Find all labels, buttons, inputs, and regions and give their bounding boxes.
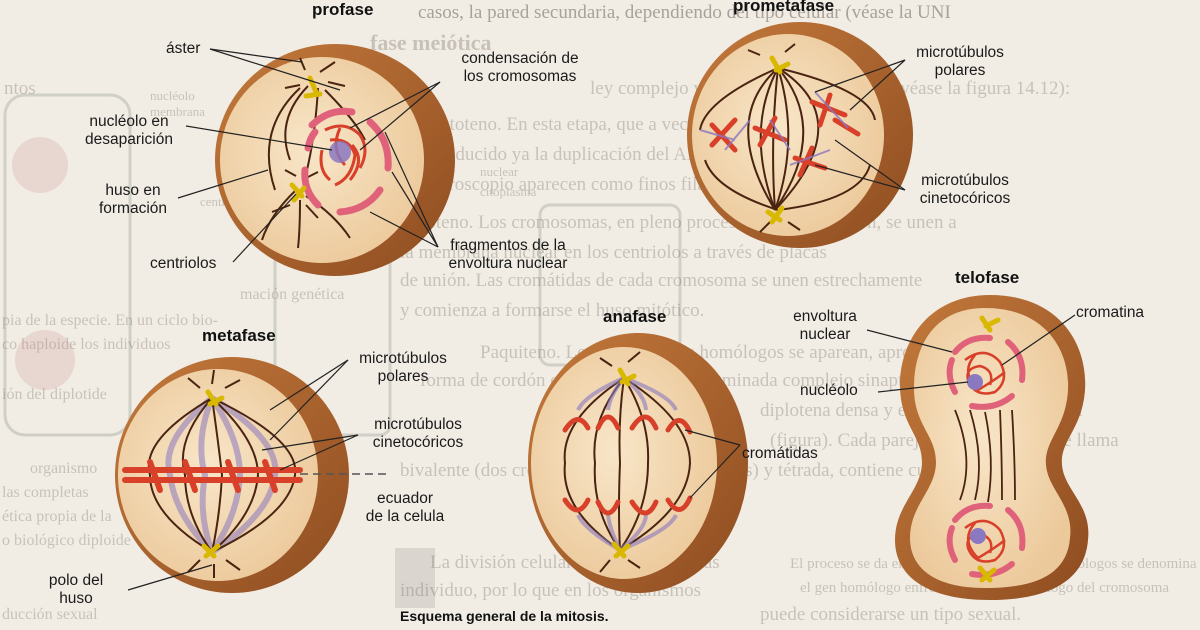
label-line: fragmentos de la [438, 237, 578, 255]
label-aster: áster [166, 40, 200, 58]
prometafase-cell [687, 22, 913, 248]
label-line: polares [905, 62, 1015, 80]
label-line: ecuador [355, 490, 455, 508]
profase-cell [215, 44, 455, 276]
anafase-title: anafase [603, 307, 666, 327]
label-line: condensación de [440, 50, 600, 68]
label-line: desaparición [74, 131, 184, 149]
label-cell-equator: ecuador de la celula [355, 490, 455, 526]
label-line: huso en [90, 182, 176, 200]
telofase-cell [895, 295, 1088, 600]
label-chromatin: cromatina [1076, 304, 1144, 322]
profase-nucleolus [329, 141, 351, 163]
label-line: los cromosomas [440, 68, 600, 86]
label-line: de la celula [355, 508, 455, 526]
label-line: formación [90, 200, 176, 218]
label-line: cinetocóricos [358, 434, 478, 452]
label-chromatids: cromátidas [742, 445, 818, 463]
label-line: microtúbulos [358, 416, 478, 434]
label-line: cinetocóricos [905, 190, 1025, 208]
label-line: polo del [28, 572, 124, 590]
label-line: envoltura [782, 308, 868, 326]
telofase-title: telofase [955, 268, 1019, 288]
label-line: envoltura nuclear [438, 255, 578, 273]
metafase-cell [115, 357, 390, 593]
prometafase-title: prometafase [733, 0, 834, 16]
label-line: nucléolo en [74, 113, 184, 131]
profase-title: profase [312, 0, 373, 20]
label-line: nuclear [782, 326, 868, 344]
label-kinetochore-microtubules-meta: microtúbulos cinetocóricos [358, 416, 478, 452]
label-line: polares [348, 368, 458, 386]
label-nuclear-envelope-fragments: fragmentos de la envoltura nuclear [438, 237, 578, 273]
label-nuclear-envelope-telo: envoltura nuclear [782, 308, 868, 344]
label-line: huso [28, 590, 124, 608]
label-nucleolus-telo: nucléolo [800, 382, 858, 400]
label-spindle-pole: polo del huso [28, 572, 124, 608]
telofase-nucleolus-top [967, 374, 983, 390]
label-polar-microtubules-prometa: microtúbulos polares [905, 44, 1015, 80]
metafase-title: metafase [202, 326, 276, 346]
label-nucleolus-disappearing: nucléolo en desaparición [74, 113, 184, 149]
label-line: microtúbulos [905, 172, 1025, 190]
anafase-cell [528, 333, 748, 593]
label-kinetochore-microtubules-prometa: microtúbulos cinetocóricos [905, 172, 1025, 208]
label-centrioles: centriolos [150, 255, 216, 273]
label-line: microtúbulos [905, 44, 1015, 62]
label-polar-microtubules-meta: microtúbulos polares [348, 350, 458, 386]
telofase-nucleolus-bottom [970, 528, 986, 544]
label-forming-spindle: huso en formación [90, 182, 176, 218]
figure-caption: Esquema general de la mitosis. [400, 608, 609, 624]
label-chromosome-condensation: condensación de los cromosomas [440, 50, 600, 86]
label-line: microtúbulos [348, 350, 458, 368]
